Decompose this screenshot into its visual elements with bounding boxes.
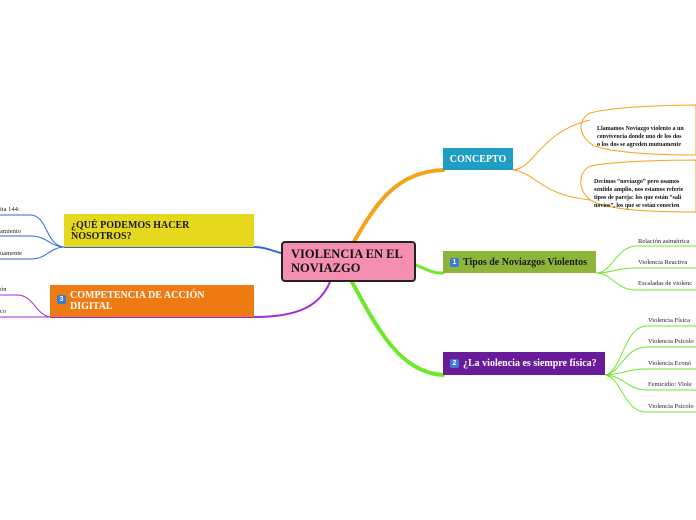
topic-concepto[interactable]: CONCEPTO (443, 148, 513, 170)
violencia-item-label: Violencia Física (648, 317, 691, 324)
central-topic[interactable]: VIOLENCIA EN EL NOVIAZGO (281, 241, 416, 282)
violencia-item-label: Violencia Psicolo (648, 403, 694, 410)
connector-comp (50, 281, 331, 318)
topic-que-podemos-hacer[interactable]: ¿QUÉ PODEMOS HACER NOSOTROS? (64, 214, 254, 247)
que-item-label: uamente (0, 250, 23, 257)
violencia-item-label: Violencia Psicolo (648, 338, 694, 345)
concepto-bubble-2-text: Decimos “noviazgo” pero usamos sentido a… (594, 179, 684, 209)
comp-item-label: ón (0, 286, 7, 293)
comp-item-label: co (0, 308, 7, 315)
comp-item[interactable]: co (0, 308, 6, 316)
tipos-item[interactable]: Violencia Reactiva (638, 259, 687, 267)
connector-violencia (350, 280, 445, 377)
topic-competencia-digital[interactable]: 3 COMPETENCIA DE ACCIÓN DIGITAL (50, 285, 254, 317)
number-badge-icon: 1 (450, 257, 459, 267)
number-badge-icon: 2 (450, 359, 459, 368)
tipos-item[interactable]: Escaladas de violenc (638, 280, 692, 288)
tipos-item-label: Escaladas de violenc (638, 280, 693, 287)
topic-comp-label: COMPETENCIA DE ACCIÓN DIGITAL (70, 290, 205, 312)
concepto-bubble-1-text: Llamamos Noviazgo violento a un conviven… (597, 126, 684, 148)
bubble-2-outline (580, 159, 696, 213)
que-item[interactable]: amiento (0, 228, 21, 236)
que-item[interactable]: ita 144: (0, 206, 20, 214)
violencia-item[interactable]: Violencia Psicolo (648, 338, 694, 346)
topic-violencia-label: ¿La violencia es siempre física? (463, 358, 597, 369)
violencia-item[interactable]: Violencia Econó (648, 360, 691, 368)
que-item[interactable]: uamente (0, 250, 22, 258)
number-badge-icon: 3 (57, 295, 66, 304)
violencia-item[interactable]: Femicidio: Viole (648, 381, 692, 389)
connector-concepto (350, 168, 445, 247)
violencia-item-label: Violencia Econó (648, 360, 692, 367)
concepto-bubble-2[interactable]: Decimos “noviazgo” pero usamos sentido a… (594, 170, 683, 210)
topic-que-label: ¿QUÉ PODEMOS HACER NOSOTROS? (71, 219, 190, 242)
connector-tipos (414, 263, 445, 275)
tipos-item[interactable]: Relación asimétrica (638, 238, 689, 246)
topic-tipos[interactable]: 1 Tipos de Noviazgos Violentos (443, 251, 596, 273)
connector-que (64, 246, 282, 254)
tipos-item-label: Violencia Reactiva (638, 259, 688, 266)
concepto-bubble-1[interactable]: Llamamos Noviazgo violento a un conviven… (597, 117, 684, 149)
central-topic-label: VIOLENCIA EN EL NOVIAZGO (291, 247, 403, 275)
que-item-label: amiento (0, 228, 21, 235)
topic-violencia[interactable]: 2 ¿La violencia es siempre física? (443, 352, 605, 375)
violencia-item[interactable]: Violencia Física (648, 317, 690, 325)
comp-item[interactable]: ón (0, 286, 7, 294)
violencia-item-label: Femicidio: Viole (648, 381, 692, 388)
que-item-label: ita 144: (0, 206, 20, 213)
tipos-item-label: Relación asimétrica (638, 238, 690, 245)
topic-tipos-label: Tipos de Noviazgos Violentos (463, 256, 587, 268)
bubble-1-outline (580, 104, 696, 156)
topic-concepto-label: CONCEPTO (449, 153, 507, 165)
violencia-item[interactable]: Violencia Psicolo (648, 403, 694, 411)
